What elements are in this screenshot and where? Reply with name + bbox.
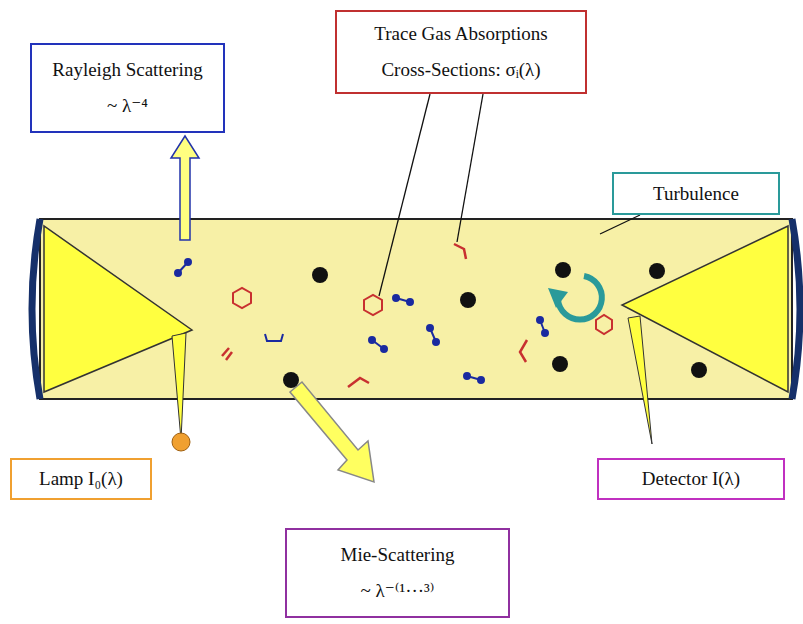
box-formula: ~ λ⁻⁴ bbox=[107, 93, 148, 119]
lamp-beam bbox=[44, 226, 192, 392]
detector-box: Detector I(λ) bbox=[597, 458, 785, 500]
leader-line bbox=[600, 215, 640, 234]
mie-box: Mie-Scattering ~ λ⁻⁽¹···³⁾ bbox=[285, 528, 510, 618]
box-label: Lamp I₀(λ) bbox=[39, 466, 123, 492]
air-molecule bbox=[265, 334, 283, 341]
trace-gas-box: Trace Gas AbsorptionsCross-Sections: σᵢ(… bbox=[335, 10, 587, 94]
light-path-tube bbox=[40, 219, 792, 399]
box-label: Detector I(λ) bbox=[642, 466, 740, 492]
leader-line bbox=[457, 94, 483, 242]
box-label: Trace Gas Absorptions bbox=[374, 21, 547, 47]
turbulence-arrowhead bbox=[548, 288, 568, 308]
aerosol-particles bbox=[283, 262, 707, 388]
lamp-box: Lamp I₀(λ) bbox=[10, 458, 152, 500]
air-molecules bbox=[175, 259, 548, 383]
detector-beam bbox=[622, 226, 788, 392]
box-label: Rayleigh Scattering bbox=[52, 57, 202, 83]
trace-gas-rings bbox=[233, 288, 612, 334]
left-mirror bbox=[32, 219, 40, 399]
lamp-bulb bbox=[172, 433, 190, 451]
detector-leader bbox=[628, 316, 652, 444]
turbulence-swirl bbox=[558, 276, 602, 320]
right-mirror bbox=[792, 219, 800, 399]
leader-line bbox=[379, 94, 430, 296]
trace-gas-molecules bbox=[222, 244, 527, 387]
box-formula: Cross-Sections: σᵢ(λ) bbox=[381, 57, 540, 83]
box-label: Turbulence bbox=[653, 181, 739, 207]
box-label: Mie-Scattering bbox=[341, 542, 455, 568]
lamp-leader bbox=[172, 333, 186, 440]
rayleigh-arrow bbox=[171, 136, 199, 240]
mie-arrow bbox=[290, 382, 374, 482]
turbulence-box: Turbulence bbox=[612, 172, 780, 215]
box-formula: ~ λ⁻⁽¹···³⁾ bbox=[361, 578, 435, 604]
rayleigh-box: Rayleigh Scattering ~ λ⁻⁴ bbox=[30, 43, 225, 133]
